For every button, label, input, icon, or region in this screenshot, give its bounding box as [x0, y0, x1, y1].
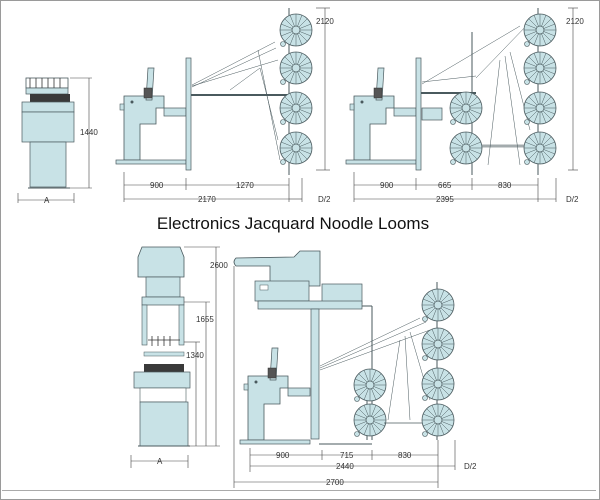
dim-label-1440: 1440: [80, 128, 98, 137]
dim-label-900-a: 900: [150, 181, 164, 190]
dim-label-a: A: [44, 196, 50, 205]
dim-label-900-c: 900: [276, 451, 290, 460]
dim-label-d2-a: D/2: [318, 195, 331, 204]
dim-lines-view5: [233, 266, 456, 488]
dim-lines-view2: [123, 7, 330, 202]
bottom-divider: [2, 490, 596, 491]
dim-lines-view4: [130, 246, 220, 468]
dim-label-2395: 2395: [436, 195, 454, 204]
diagram-title: Electronics Jacquard Noodle Looms: [0, 214, 600, 234]
small-loom-front-view: [21, 77, 75, 189]
large-loom-side-view: [233, 250, 455, 445]
dim-label-2120-a: 2120: [316, 17, 334, 26]
dim-label-2440: 2440: [336, 462, 354, 471]
dim-1440: [17, 77, 92, 203]
dim-label-1655: 1655: [196, 315, 214, 324]
small-loom-8creel-view: [345, 8, 557, 175]
dim-label-2700: 2700: [326, 478, 344, 487]
dim-label-2120-b: 2120: [566, 17, 584, 26]
dim-label-d2-b: D/2: [566, 195, 579, 204]
dim-label-900-b: 900: [380, 181, 394, 190]
large-loom-front-view: [133, 246, 191, 447]
dim-label-2170: 2170: [198, 195, 216, 204]
dim-label-715: 715: [340, 451, 354, 460]
small-loom-side-view: [115, 8, 313, 175]
dim-label-1270: 1270: [236, 181, 254, 190]
dim-lines-view3: [353, 7, 578, 202]
dim-label-830-a: 830: [498, 181, 512, 190]
dim-label-830-b: 830: [398, 451, 412, 460]
diagram-title-text: Electronics Jacquard Noodle Looms: [156, 214, 430, 233]
dim-label-2600: 2600: [210, 261, 228, 270]
dim-label-d2-c: D/2: [464, 462, 477, 471]
dim-label-665: 665: [438, 181, 452, 190]
dim-label-1340: 1340: [186, 351, 204, 360]
dim-label-a-b: A: [157, 457, 163, 466]
